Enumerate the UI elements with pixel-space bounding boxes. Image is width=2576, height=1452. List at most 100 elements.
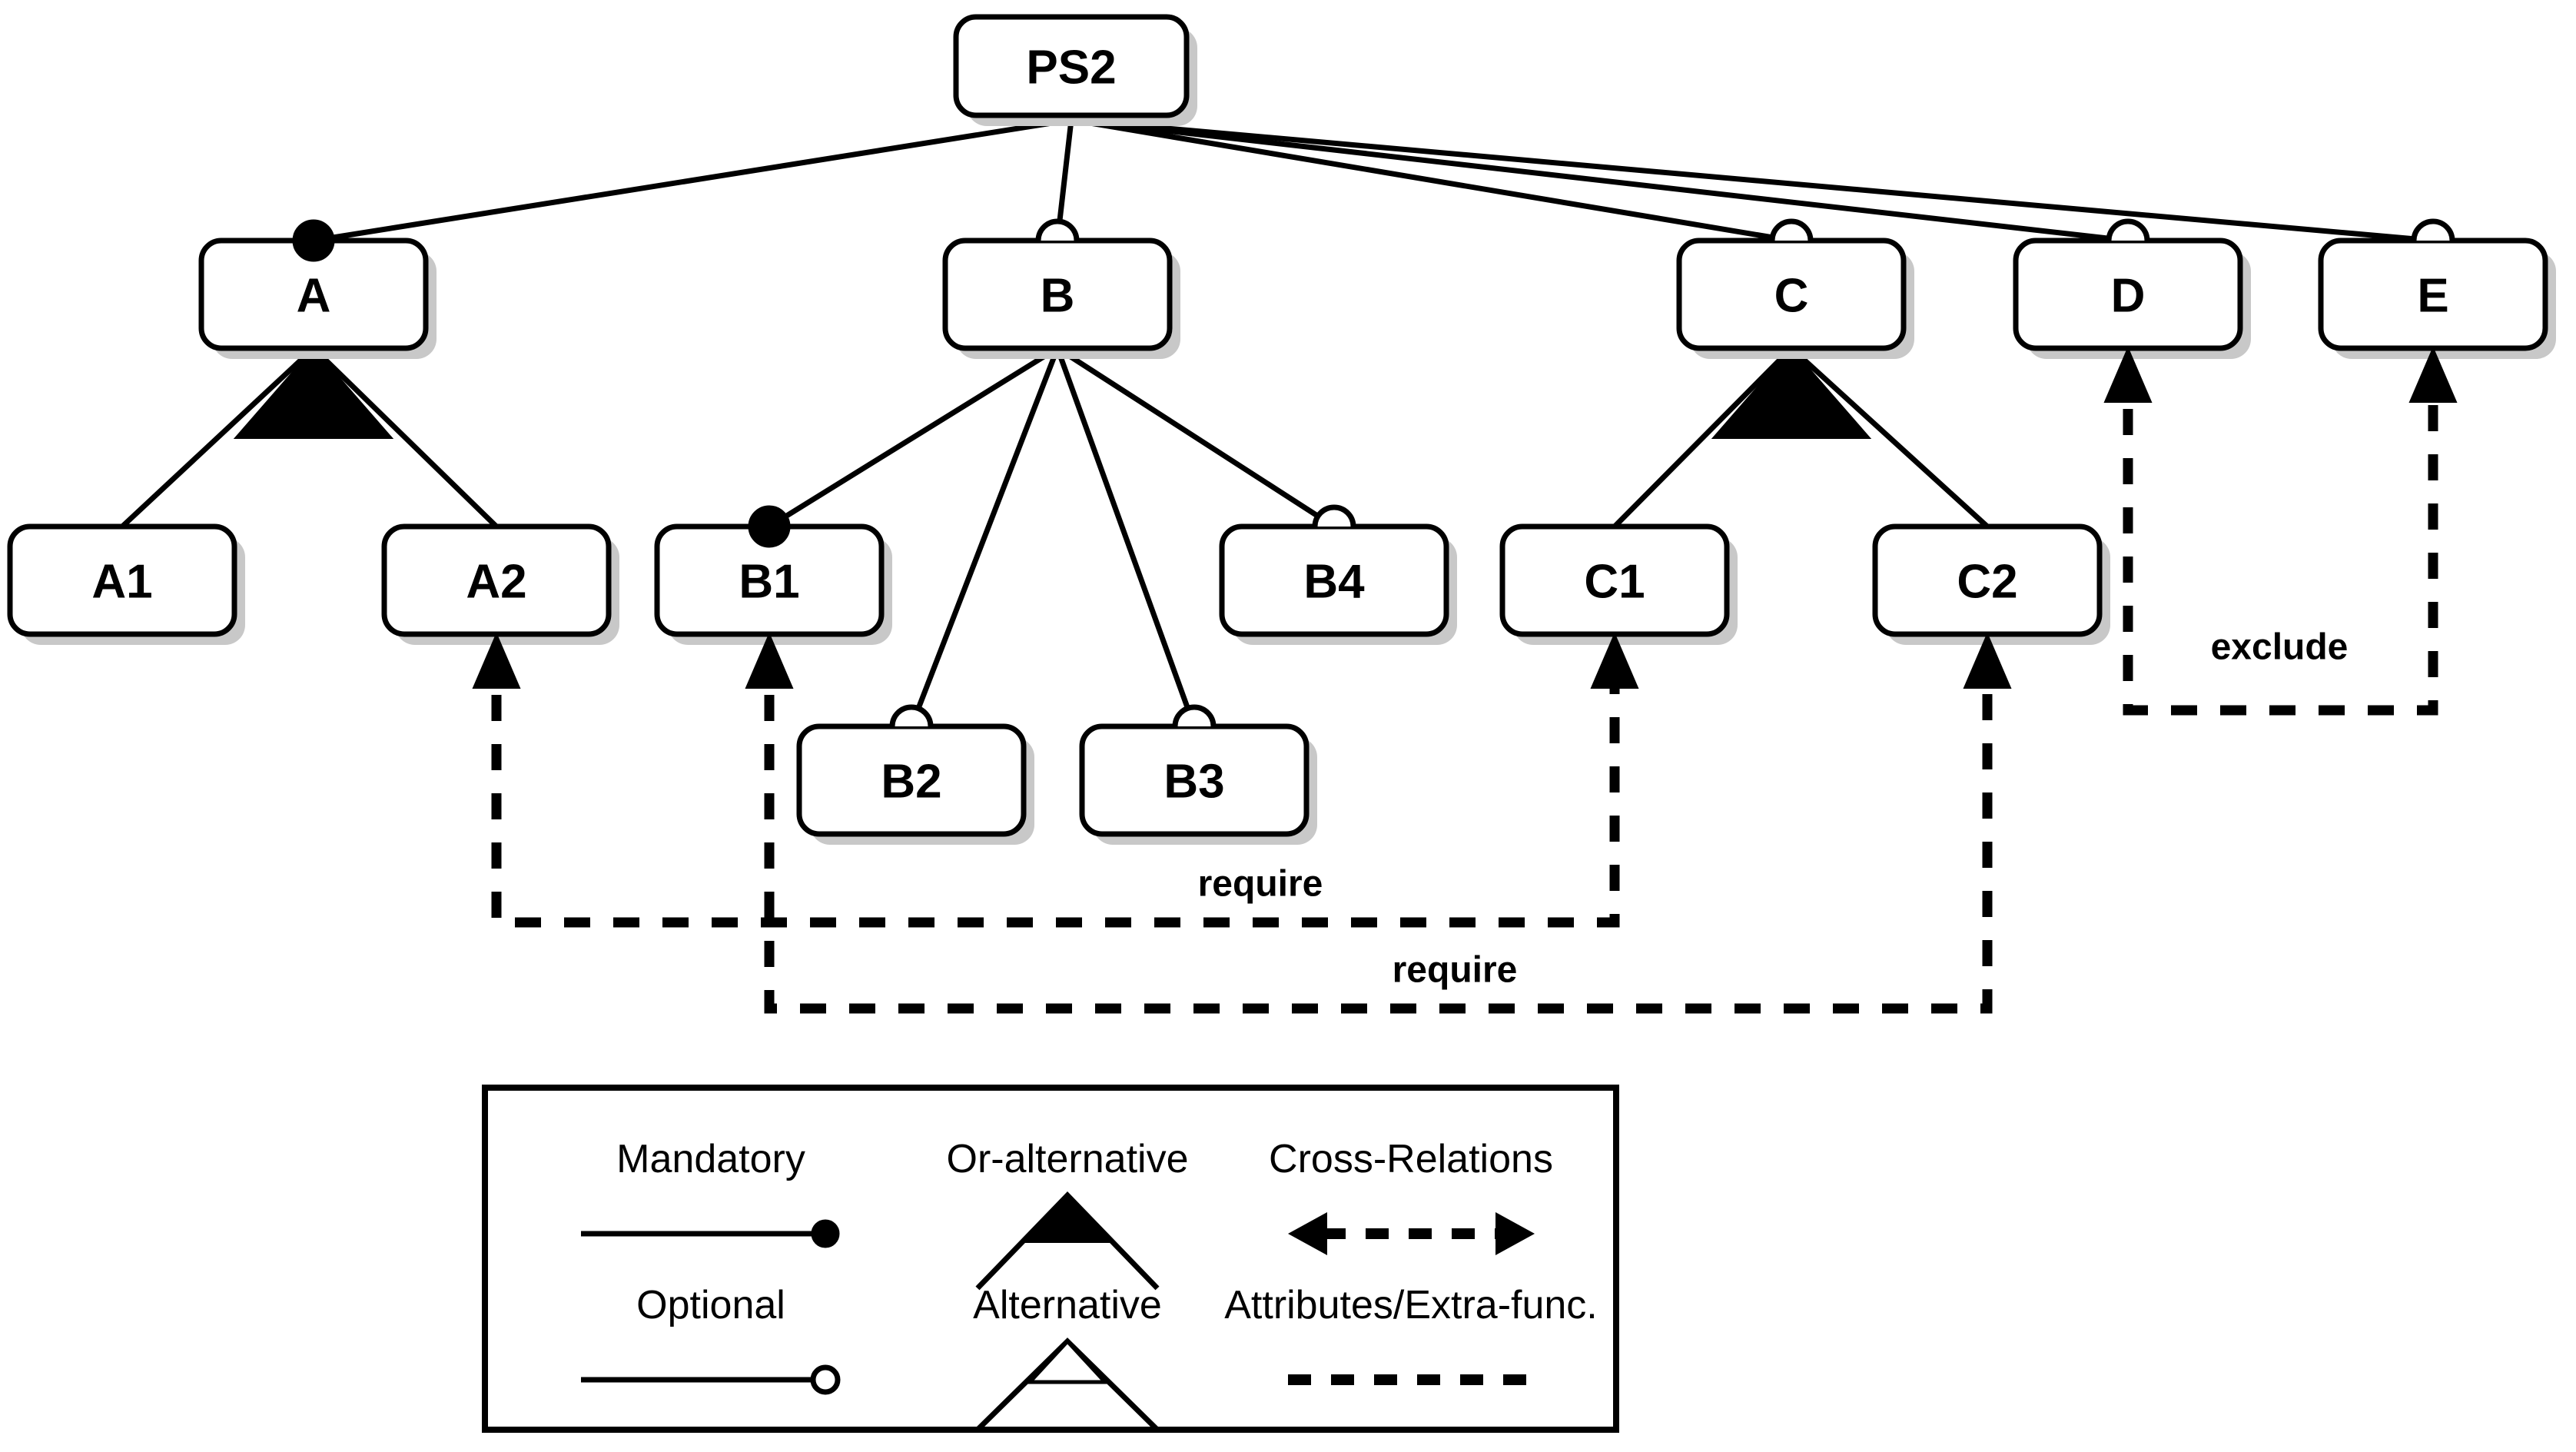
node-border (953, 14, 1190, 118)
node-fill (945, 241, 1170, 348)
require-arrowhead-c1 (1590, 632, 1639, 689)
node-label-c: C (1774, 270, 1809, 323)
node-label-b2: B2 (881, 756, 941, 809)
node-label-b1: B1 (739, 556, 799, 609)
node-fill (1082, 726, 1306, 834)
or-group-triangle-c (1711, 347, 1872, 439)
mandatory-marker-a (292, 219, 335, 262)
node-label-e: E (2417, 270, 2448, 323)
exclude-path-d-e (2123, 360, 2438, 716)
edge-a-a2 (311, 346, 499, 529)
optional-marker-b4 (1312, 504, 1356, 527)
edge-b-b4 (1056, 346, 1336, 529)
node-label-a2: A2 (466, 556, 526, 609)
node-label-c1: C1 (1584, 556, 1645, 609)
optional-marker-b3 (1172, 704, 1217, 727)
node-d[interactable]: D (2013, 238, 2251, 359)
optional-marker-e (2411, 218, 2455, 241)
edge-b-b1 (768, 346, 1059, 529)
node-fill (2016, 241, 2240, 348)
cross-relation-label-require-1: require (1198, 864, 1323, 905)
node-label-c2: C2 (1957, 556, 2017, 609)
legend-label-attributes: Attributes/Extra-func. (1224, 1283, 1598, 1327)
cross-relation-layer: require require exclude (472, 346, 2458, 1014)
label-backdrop (1347, 943, 1570, 998)
node-ps2[interactable]: PS2 (953, 14, 1197, 126)
cross-relation-require-a2-c1[interactable]: require (472, 632, 1639, 928)
node-c[interactable]: C (1676, 238, 1914, 359)
edge-ps2-e (1071, 117, 2434, 244)
node-fill (10, 527, 234, 634)
node-fill (956, 17, 1187, 115)
node-b3[interactable]: B3 (1079, 723, 1317, 845)
require-path-a2-c1 (491, 646, 1620, 928)
node-e[interactable]: E (2318, 238, 2556, 359)
node-a1[interactable]: A1 (7, 523, 245, 645)
node-fill (1222, 527, 1446, 634)
cross-relation-require-b1-c2[interactable]: require (745, 632, 2012, 1014)
cross-relation-label-require-2: require (1393, 950, 1518, 991)
line-filled-circle-icon (581, 1219, 840, 1248)
node-fill (1875, 527, 2100, 634)
node-c1[interactable]: C1 (1499, 523, 1738, 645)
node-layer: PS2 A B C (7, 14, 2556, 845)
require-arrowhead-c2 (1963, 632, 2012, 689)
node-label-a: A (297, 270, 331, 323)
optional-marker-b2 (889, 704, 934, 727)
legend-label-optional: Optional (636, 1283, 785, 1327)
node-fill (799, 726, 1024, 834)
legend-label-alternative: Alternative (973, 1283, 1162, 1327)
node-fill (657, 527, 881, 634)
exclude-arrowhead-d (2103, 346, 2153, 403)
edge-c-c2 (1789, 346, 1990, 529)
edge-ps2-d (1071, 117, 2129, 244)
node-label-a1: A1 (91, 556, 152, 609)
cross-relation-label-exclude: exclude (2211, 627, 2349, 668)
filled-triangle-icon (975, 1191, 1160, 1291)
node-fill (201, 241, 426, 348)
node-label-b3: B3 (1164, 756, 1224, 809)
legend: Mandatory Or-alternative Cross-Relations… (482, 1085, 1619, 1433)
dashed-double-arrow-icon (1288, 1212, 1535, 1255)
node-b4[interactable]: B4 (1219, 523, 1457, 645)
node-label-b4: B4 (1303, 556, 1365, 609)
or-group-triangle-a (233, 347, 394, 439)
label-backdrop (2175, 620, 2386, 676)
cardinality-marker-layer (292, 218, 2455, 727)
node-label-b: B (1041, 270, 1075, 323)
node-b1[interactable]: B1 (654, 523, 892, 645)
optional-marker-b (1035, 218, 1080, 241)
exclude-arrowhead-e (2408, 346, 2458, 403)
mandatory-marker-b1 (748, 505, 791, 548)
optional-marker-d (2106, 218, 2150, 241)
edge-ps2-c (1071, 117, 1792, 244)
legend-label-cross-relations: Cross-Relations (1269, 1137, 1553, 1181)
node-border (7, 523, 237, 637)
require-arrowhead-b1 (745, 632, 794, 689)
edge-b-b3 (1054, 347, 1197, 728)
require-arrowhead-a2 (472, 632, 521, 689)
node-b2[interactable]: B2 (796, 723, 1034, 845)
node-fill (384, 527, 609, 634)
node-label-d: D (2111, 270, 2146, 323)
node-fill (1502, 527, 1727, 634)
edge-a-a1 (120, 346, 316, 529)
optional-marker-c (1769, 218, 1814, 241)
cross-relation-exclude-d-e[interactable]: exclude (2103, 346, 2458, 716)
hollow-triangle-icon (975, 1337, 1160, 1432)
edge-c-c1 (1612, 346, 1794, 529)
group-marker-layer (233, 347, 1872, 439)
node-c2[interactable]: C2 (1872, 523, 2110, 645)
node-b[interactable]: B (942, 238, 1180, 359)
node-fill (1679, 241, 1904, 348)
legend-label-mandatory: Mandatory (616, 1137, 805, 1181)
line-hollow-circle-icon (581, 1364, 841, 1395)
label-backdrop (1153, 857, 1376, 912)
edge-b-b2 (908, 347, 1061, 728)
tree-edge-layer (120, 117, 2434, 728)
edge-ps2-a (313, 117, 1072, 244)
node-a2[interactable]: A2 (381, 523, 619, 645)
node-label-ps2: PS2 (1026, 42, 1116, 95)
